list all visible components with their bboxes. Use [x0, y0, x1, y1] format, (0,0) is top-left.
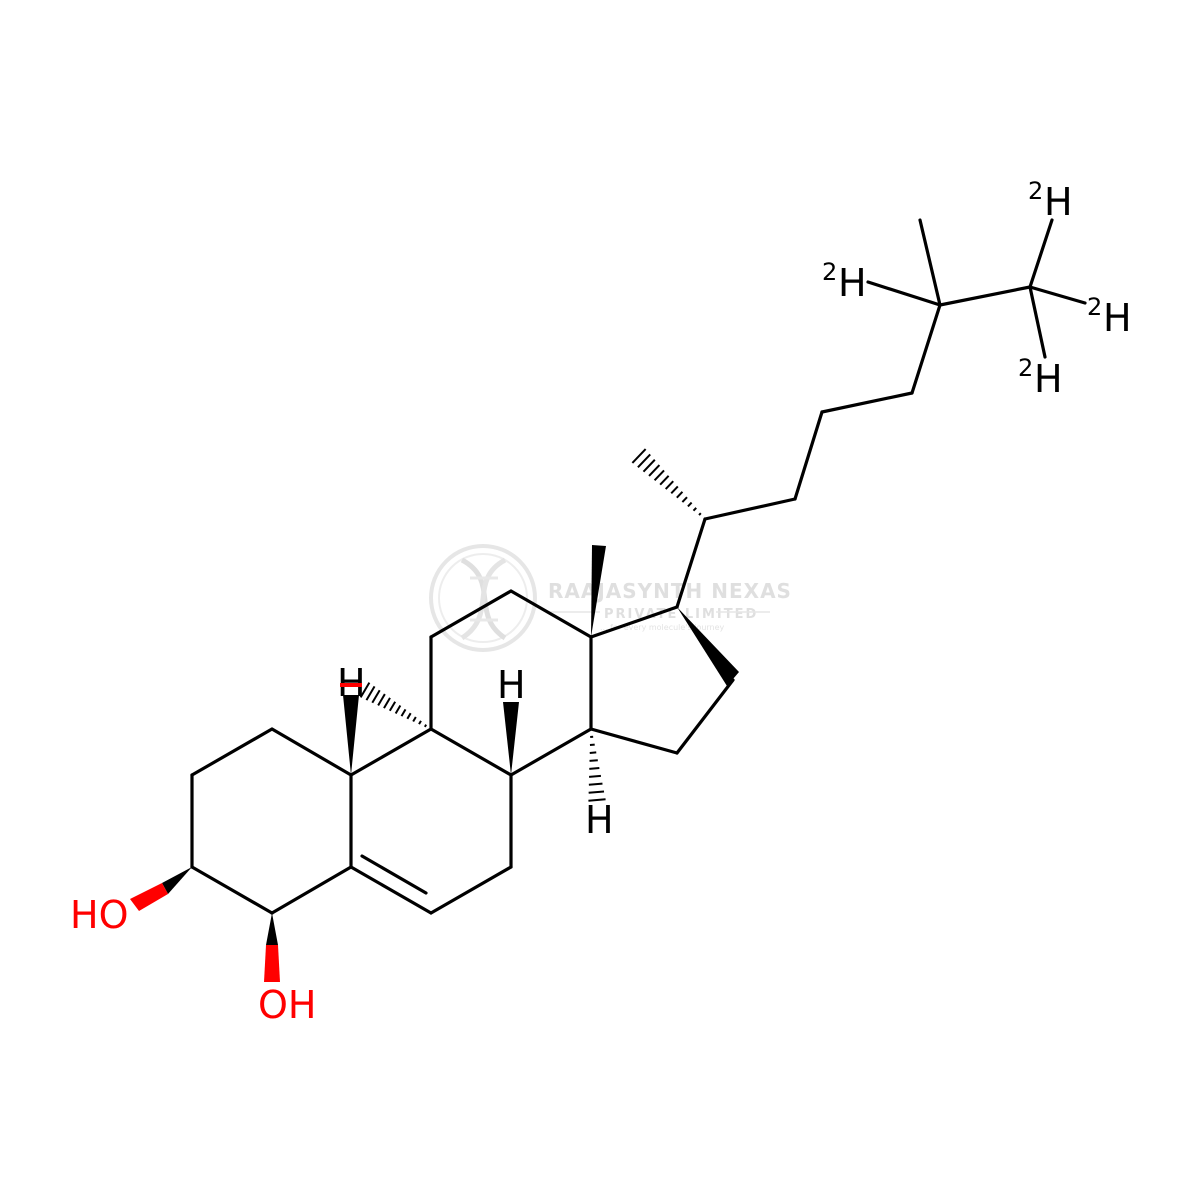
hash-c14-h: [588, 735, 606, 802]
label-d-bottom: H: [1034, 357, 1063, 401]
label-oh-c4: OH: [258, 983, 316, 1027]
label-d-c25: H: [838, 261, 867, 305]
ring-c: [429, 589, 593, 777]
isotope-d-top: 2: [1028, 177, 1043, 205]
ring-b: [349, 727, 513, 915]
hash-c9-h: [359, 682, 428, 728]
isotope-d-bottom: 2: [1018, 354, 1033, 382]
dna-helix-leaf-icon: [429, 544, 537, 652]
hashed-bonds: [359, 448, 702, 802]
watermark-tagline: ... for every molecule's journey: [600, 623, 725, 632]
wedge-c8-h: [503, 702, 519, 775]
label-h14: H: [585, 798, 614, 842]
atom-labels: HO OH H H H 2 H 2 H 2 H 2 H: [70, 177, 1132, 1027]
wedge-c4-oh-black: [266, 913, 278, 945]
watermark-subtitle: PRIVATE LIMITED: [604, 607, 758, 622]
wedge-c4-oh-red: [264, 945, 280, 982]
hash-c20-methyl: [631, 448, 702, 516]
isotope-d-c25: 2: [822, 258, 837, 286]
wedge-c17-c16: [677, 607, 739, 686]
label-h8: H: [497, 663, 526, 707]
side-chain: [675, 218, 1087, 609]
wedge-c10: [343, 695, 359, 775]
watermark-company: RAAJASYNTH NEXAS: [548, 579, 792, 603]
isotope-d-right: 2: [1087, 293, 1102, 321]
stereo-bonds: [130, 545, 739, 982]
label-ho-c3: HO: [70, 893, 128, 937]
ring-a: [190, 727, 353, 915]
wedge-c3-oh-black: [162, 867, 192, 894]
wedge-c3-oh-red: [130, 883, 168, 911]
label-d-right: H: [1103, 296, 1132, 340]
wedge-c18-methyl: [591, 545, 606, 637]
ring-d: [589, 605, 735, 755]
double-bond-c5-c6: [360, 854, 428, 895]
overlap-red-mark: [340, 683, 362, 687]
label-d-top: H: [1044, 180, 1073, 224]
watermark: RAAJASYNTH NEXAS PRIVATE LIMITED ... for…: [429, 544, 792, 652]
